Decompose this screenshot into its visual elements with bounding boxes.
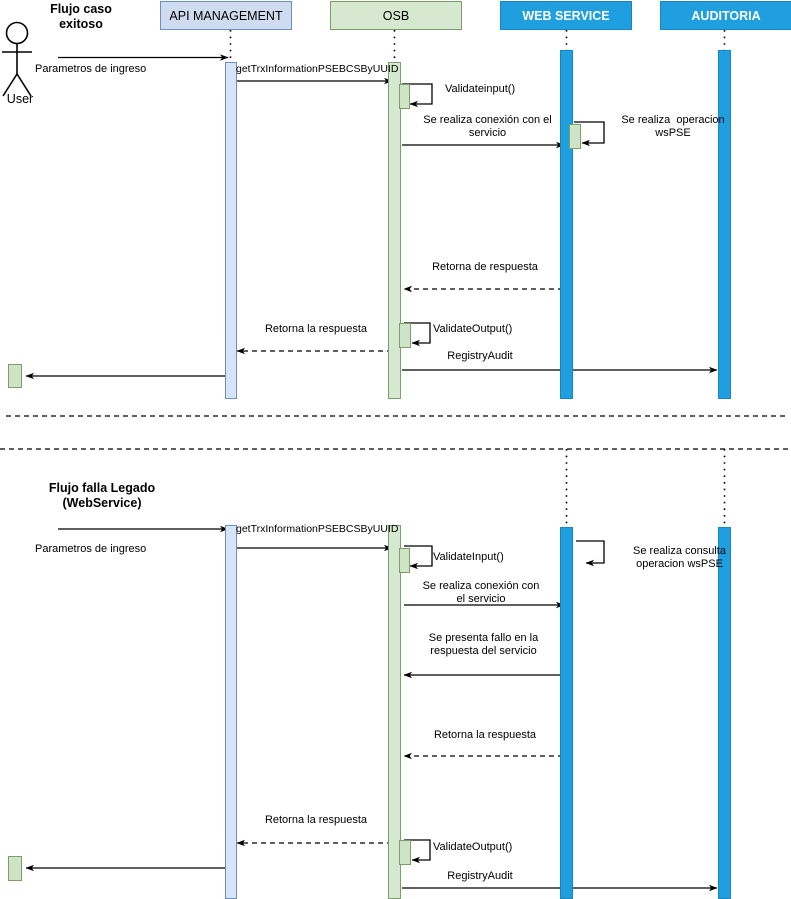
message-label-retorna-de-respuesta-1: Retorna de respuesta xyxy=(432,261,538,273)
lifeline-stubs-flow2 xyxy=(565,449,726,528)
arrow-validateoutput-self-1 xyxy=(404,322,431,347)
flow2-arrows xyxy=(25,525,718,892)
actor-label-user: User xyxy=(6,92,34,106)
message-label-validateoutput-1: ValidateOutput() xyxy=(433,323,513,335)
activation-osb-validateoutput-flow1 xyxy=(399,323,411,348)
arrow-validateinput-self-2 xyxy=(404,545,433,570)
flow-separators xyxy=(0,415,791,450)
lifeline-label-api-management: API MANAGEMENT xyxy=(169,8,283,23)
lifeline-header-web-service[interactable]: WEB SERVICE xyxy=(500,1,632,30)
activation-api-management-flow2 xyxy=(225,525,237,899)
message-label-validateoutput-2: ValidateOutput() xyxy=(433,841,513,853)
arrow-validateinput-self-1 xyxy=(402,83,433,108)
activation-user-flow1 xyxy=(8,364,22,388)
message-label-retorna-la-respuesta-1: Retorna la respuesta xyxy=(264,323,368,335)
activation-osb-validateinput-flow2 xyxy=(399,548,410,573)
actor-user-figure xyxy=(2,21,32,97)
activation-osb-validateoutput-flow2 xyxy=(399,840,411,865)
message-label-parametros-de-ingreso-1: Parametros de ingreso xyxy=(35,63,147,75)
flow1-arrows xyxy=(25,54,718,380)
activation-auditoria-flow2 xyxy=(718,527,731,899)
flow-title-1: Flujo caso exitoso xyxy=(50,2,112,31)
lifeline-stubs-flow1 xyxy=(229,30,726,64)
lifeline-header-api-management[interactable]: API MANAGEMENT xyxy=(160,1,292,30)
lifeline-label-osb: OSB xyxy=(382,8,410,23)
message-label-registryaudit-2: RegistryAudit xyxy=(447,870,513,882)
message-label-fallo-respuesta-2: Se presenta fallo en la respuesta del se… xyxy=(428,632,539,657)
lifeline-label-web-service: WEB SERVICE xyxy=(522,8,610,23)
activation-web-service-wspse-flow1 xyxy=(569,124,581,149)
activation-osb-validateinput-flow1 xyxy=(399,84,410,109)
message-label-gettrxinformation-2: getTrxInformationPSEBCSByUUID xyxy=(236,523,399,535)
message-label-retorna-la-respuesta-ws-2: Retorna la respuesta xyxy=(433,729,537,741)
message-label-validateinput-2: ValidateInput() xyxy=(433,551,504,563)
arrow-consulta-wspse-self-2 xyxy=(576,540,605,567)
lifeline-header-osb[interactable]: OSB xyxy=(330,1,462,30)
arrow-validateoutput-self-2 xyxy=(404,839,431,864)
message-label-parametros-de-ingreso-2: Parametros de ingreso xyxy=(35,543,147,555)
message-label-gettrxinformation-1: getTrxInformationPSEBCSByUUID xyxy=(236,63,399,75)
message-label-conexion-servicio-1: Se realiza conexión con el servicio xyxy=(423,114,552,139)
message-label-validateinput-1: Validateinput() xyxy=(445,83,516,95)
flow-title-2: Flujo falla Legado (WebService) xyxy=(48,481,156,510)
lifeline-label-auditoria: AUDITORIA xyxy=(691,8,761,23)
message-label-operacion-wspse-1: Se realiza operacion wsPSE xyxy=(621,114,725,139)
arrow-operacion-wspse-self-1 xyxy=(574,121,605,147)
message-label-conexion-servicio-2: Se realiza conexión con el servicio xyxy=(422,580,540,605)
message-label-registryaudit-1: RegistryAudit xyxy=(447,350,513,362)
activation-auditoria-flow1 xyxy=(718,50,731,399)
lifeline-header-auditoria[interactable]: AUDITORIA xyxy=(660,1,791,30)
message-label-consulta-wspse-2: Se realiza consulta operacion wsPSE xyxy=(633,545,726,570)
activation-web-service-flow1 xyxy=(560,50,573,399)
message-label-retorna-la-respuesta-api-2: Retorna la respuesta xyxy=(264,814,368,826)
activation-osb-flow1 xyxy=(388,62,401,399)
activation-api-management-flow1 xyxy=(225,62,237,399)
activation-user-flow2 xyxy=(8,856,22,881)
